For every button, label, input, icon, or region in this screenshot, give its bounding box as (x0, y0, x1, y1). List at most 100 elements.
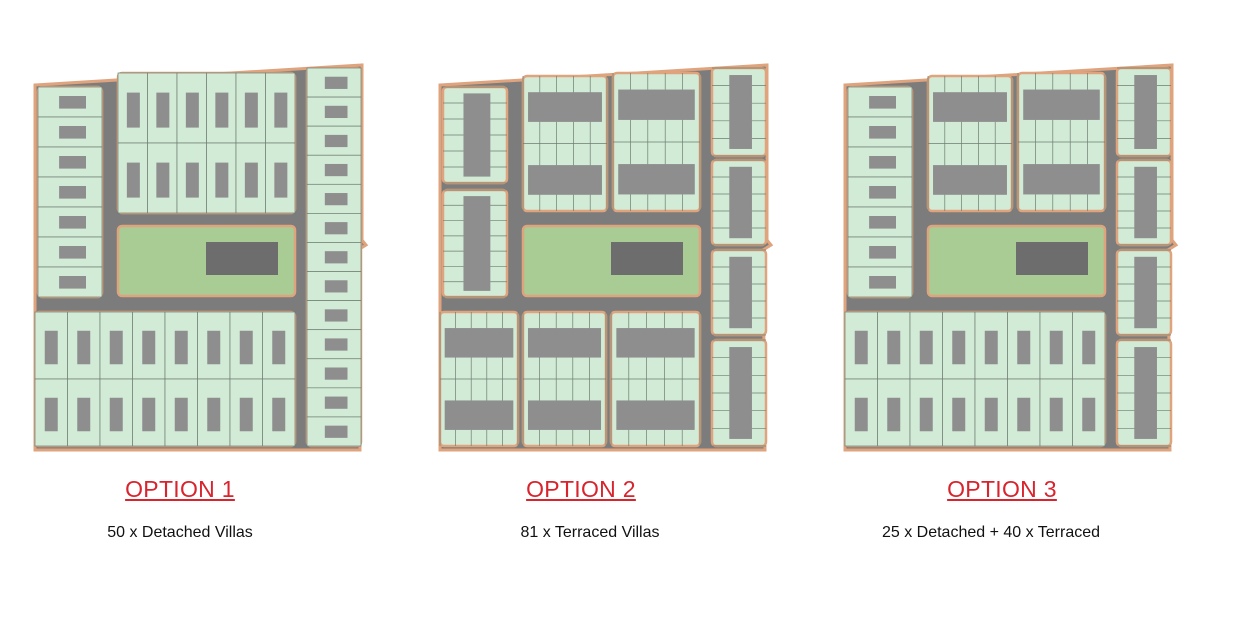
villa-building (869, 276, 896, 289)
villa-building (324, 338, 348, 351)
villa-building (324, 425, 348, 438)
terrace-building (616, 328, 695, 358)
villa-building (324, 134, 348, 148)
villa-building (869, 216, 896, 229)
villa-building (1082, 330, 1096, 365)
villa-building (244, 92, 258, 128)
villa-building (126, 162, 140, 198)
villa-building (919, 330, 933, 365)
villa-building (207, 397, 221, 432)
terrace-building (1134, 166, 1157, 239)
villa-building (59, 96, 86, 109)
option-3-title: OPTION 3 (947, 476, 1057, 502)
villa-building (869, 156, 896, 169)
villa-building (869, 96, 896, 109)
villa-building (109, 397, 123, 432)
villa-building (854, 330, 868, 365)
villa-building (215, 92, 229, 128)
terrace-building (1023, 89, 1100, 120)
villa-building (274, 92, 288, 128)
villa-building (142, 397, 156, 432)
terrace-building (618, 89, 695, 120)
option-2-title: OPTION 2 (526, 476, 636, 502)
villa-building (142, 330, 156, 365)
villa-building (324, 193, 348, 206)
terrace-building (463, 93, 491, 177)
villa-building (869, 246, 896, 259)
villa-building (324, 251, 348, 264)
clubhouse-building (611, 242, 683, 275)
villa-building (324, 105, 348, 119)
terrace-building (1134, 347, 1157, 439)
villa-building (324, 309, 348, 322)
terrace-building (729, 166, 752, 239)
villa-building (59, 216, 86, 229)
villa-building (1049, 330, 1063, 365)
villa-building (239, 330, 253, 365)
villa-building (156, 92, 170, 128)
villa-building (77, 397, 91, 432)
terrace-building (527, 328, 602, 358)
terrace-building (444, 400, 514, 430)
site-plan-option-2 (435, 60, 780, 455)
villa-building (109, 330, 123, 365)
villa-building (156, 162, 170, 198)
site-plan-option-3 (840, 60, 1185, 455)
villa-building (854, 397, 868, 432)
villa-building (59, 246, 86, 259)
villa-building (77, 330, 91, 365)
villa-building (59, 186, 86, 199)
villa-building (59, 126, 86, 139)
option-3-subtitle: 25 x Detached + 40 x Terraced (881, 524, 1101, 541)
villa-building (272, 330, 286, 365)
villa-building (984, 397, 998, 432)
villa-building (174, 397, 188, 432)
terrace-building (527, 400, 602, 430)
site-plan-option-1 (30, 60, 375, 455)
villa-building (952, 397, 966, 432)
terrace-building (528, 165, 602, 195)
villa-building (1082, 397, 1096, 432)
option-1-title: OPTION 1 (125, 476, 235, 502)
villa-building (126, 92, 140, 128)
clubhouse-building (206, 242, 278, 275)
villa-building (324, 163, 348, 177)
villa-building (1049, 397, 1063, 432)
villa-building (244, 162, 258, 198)
option-1-subtitle: 50 x Detached Villas (107, 524, 253, 541)
terrace-building (1134, 256, 1157, 329)
terrace-building (444, 328, 514, 358)
villa-building (207, 330, 221, 365)
villa-building (984, 330, 998, 365)
terrace-building (463, 196, 491, 291)
villa-building (869, 186, 896, 199)
villa-building (44, 397, 58, 432)
terrace-building (933, 165, 1007, 195)
villa-building (59, 156, 86, 169)
terrace-building (1134, 75, 1157, 149)
plot-lot (37, 236, 103, 268)
terrace-building (1023, 164, 1100, 195)
villa-building (324, 280, 348, 293)
villa-building (1017, 330, 1031, 365)
villa-building (1017, 397, 1031, 432)
terrace-building (729, 347, 752, 439)
villa-building (215, 162, 229, 198)
villa-building (185, 162, 199, 198)
terrace-building (528, 92, 602, 122)
villa-building (185, 92, 199, 128)
villa-building (239, 397, 253, 432)
villa-building (59, 276, 86, 289)
terrace-building (618, 164, 695, 195)
clubhouse-building (1016, 242, 1088, 275)
villa-building (919, 397, 933, 432)
villa-building (174, 330, 188, 365)
villa-building (952, 330, 966, 365)
villa-building (324, 76, 348, 89)
villa-building (274, 162, 288, 198)
villa-building (887, 397, 901, 432)
terrace-building (933, 92, 1007, 122)
villa-building (887, 330, 901, 365)
terrace-building (729, 256, 752, 329)
villa-building (869, 126, 896, 139)
